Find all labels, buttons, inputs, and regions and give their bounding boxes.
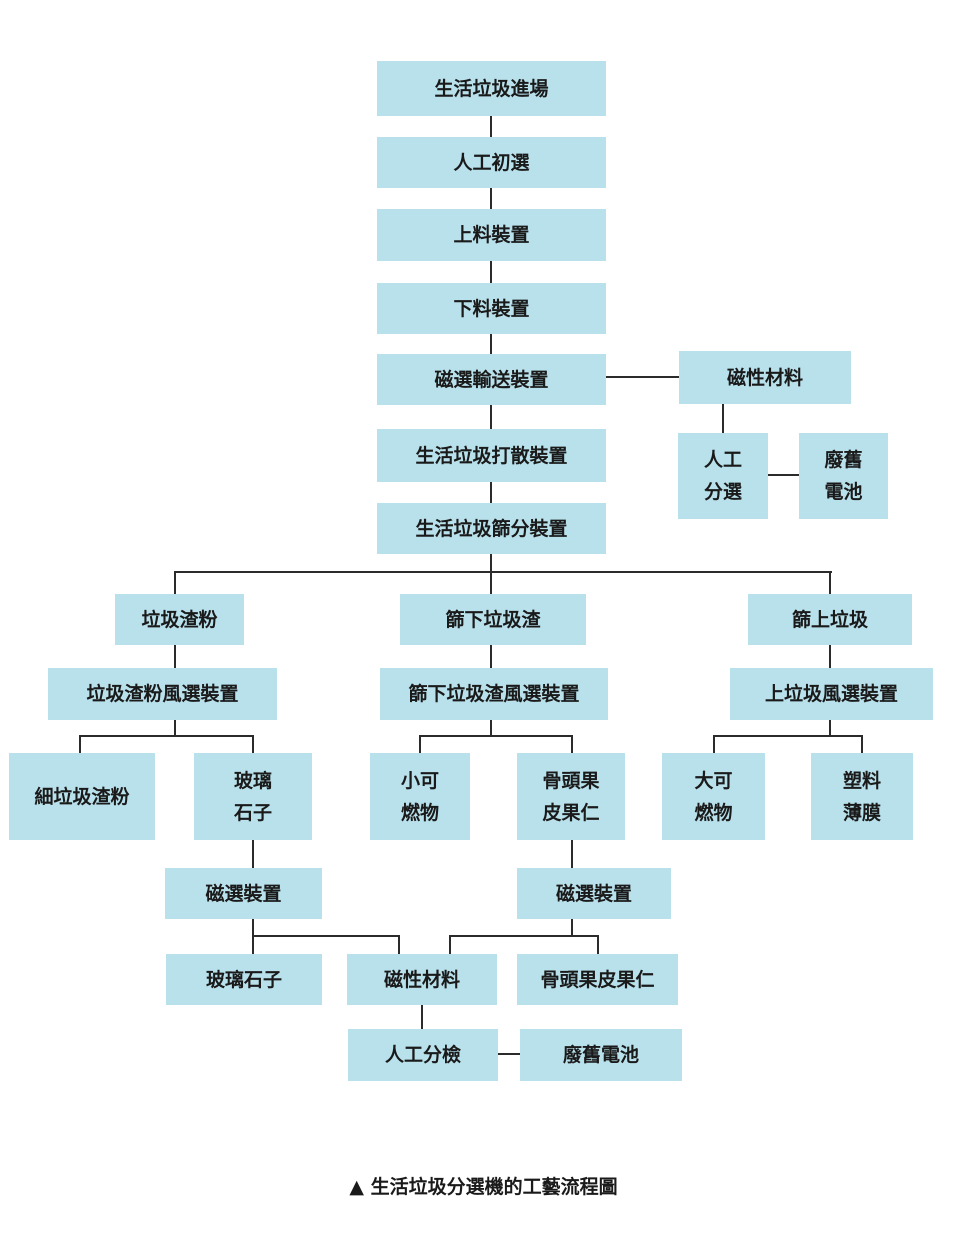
connector: [571, 735, 573, 753]
connector: [490, 554, 492, 594]
connector: [79, 735, 254, 737]
connector: [252, 735, 254, 753]
connector: [398, 935, 400, 954]
node-manual-presort: 人工初選: [377, 137, 606, 188]
connector: [174, 720, 176, 736]
node-over-screen: 篩上垃圾: [748, 594, 912, 645]
node-screening: 生活垃圾篩分裝置: [377, 503, 606, 554]
connector: [571, 840, 573, 868]
node-plastic-film: 塑料 薄膜: [811, 753, 913, 840]
connector: [490, 116, 492, 137]
node-glass-stone-2: 玻璃石子: [166, 954, 322, 1005]
connector: [829, 645, 831, 668]
connector: [490, 334, 492, 354]
node-magnetic-separator-right: 磁選裝置: [517, 868, 671, 919]
node-waste-battery-1: 廢舊 電池: [799, 433, 888, 519]
connector: [252, 935, 400, 937]
node-small-combustible: 小可 燃物: [370, 753, 470, 840]
connector: [490, 188, 492, 209]
node-bone-shell: 骨頭果 皮果仁: [517, 753, 625, 840]
node-residue-powder: 垃圾渣粉: [115, 594, 244, 645]
connector: [861, 735, 863, 753]
connector: [597, 935, 599, 954]
connector: [419, 735, 421, 753]
node-magnetic-conveyor: 磁選輸送裝置: [377, 354, 606, 405]
connector: [252, 840, 254, 868]
node-unloading: 下料裝置: [377, 283, 606, 334]
connector: [490, 482, 492, 503]
diagram-caption: ▲ 生活垃圾分選機的工藝流程圖: [349, 1176, 618, 1198]
connector: [419, 735, 573, 737]
connector: [490, 645, 492, 668]
connector: [490, 720, 492, 736]
node-over-wind-separator: 上垃圾風選裝置: [730, 668, 933, 720]
connector: [490, 405, 492, 429]
connector: [449, 935, 451, 954]
connector: [498, 1053, 520, 1055]
connector: [79, 735, 81, 753]
connector: [722, 404, 724, 433]
node-manual-sort-2: 人工分檢: [348, 1029, 498, 1081]
node-magnetic-material-2: 磁性材料: [347, 954, 497, 1005]
connector: [421, 1005, 423, 1029]
node-magnetic-separator-left: 磁選裝置: [165, 868, 322, 919]
connector: [571, 919, 573, 936]
node-feeding: 上料裝置: [377, 209, 606, 261]
node-entry: 生活垃圾進場: [377, 61, 606, 116]
connector: [174, 645, 176, 668]
connector: [174, 571, 832, 573]
node-waste-battery-2: 廢舊電池: [520, 1029, 682, 1081]
connector: [605, 376, 679, 378]
connector: [490, 261, 492, 283]
connector: [713, 735, 863, 737]
connector: [767, 474, 799, 476]
node-bone-shell-2: 骨頭果皮果仁: [517, 954, 678, 1005]
connector: [829, 571, 831, 594]
connector: [449, 935, 599, 937]
node-under-screen: 篩下垃圾渣: [400, 594, 586, 645]
node-scatter: 生活垃圾打散裝置: [377, 429, 606, 482]
node-magnetic-material-1: 磁性材料: [679, 351, 851, 404]
connector: [713, 735, 715, 753]
node-manual-sort-1: 人工 分選: [678, 433, 768, 519]
node-fine-powder: 細垃圾渣粉: [9, 753, 155, 840]
connector: [174, 571, 176, 594]
node-glass-stone: 玻璃 石子: [194, 753, 312, 840]
node-large-combustible: 大可 燃物: [662, 753, 765, 840]
node-powder-wind-separator: 垃圾渣粉風選裝置: [48, 668, 277, 720]
connector: [829, 720, 831, 736]
node-under-wind-separator: 篩下垃圾渣風選裝置: [380, 668, 608, 720]
